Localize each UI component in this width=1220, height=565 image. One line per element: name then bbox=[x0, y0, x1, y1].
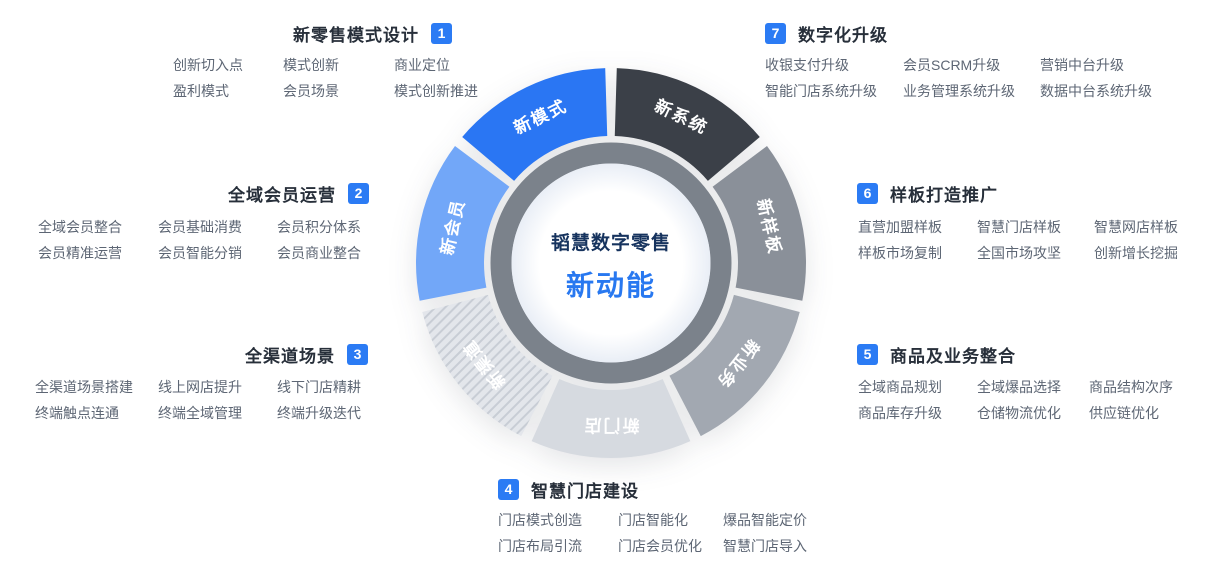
section-item: 终端全域管理 bbox=[158, 405, 242, 421]
section-title: 数字化升级 bbox=[798, 25, 888, 45]
section-item: 盈利模式 bbox=[173, 83, 229, 99]
section-title: 智慧门店建设 bbox=[531, 481, 639, 501]
section-item: 会员智能分销 bbox=[158, 245, 242, 261]
section-item: 创新增长挖掘 bbox=[1094, 245, 1178, 261]
ring-segment-新门店 bbox=[531, 379, 691, 458]
section-items-smart-store: 门店模式创造 门店智能化 爆品智能定价门店布局引流 门店会员优化 智慧门店导入 bbox=[498, 507, 807, 559]
ring-segment-新样板 bbox=[712, 145, 806, 301]
section-item: 全域商品规划 bbox=[858, 379, 942, 395]
section-item: 业务管理系统升级 bbox=[903, 83, 1015, 99]
section-item: 门店智能化 bbox=[618, 512, 688, 528]
ring-diagram: 新系统新样板新业务新门店新渠道新会员新模式 bbox=[411, 63, 811, 463]
section-title: 商品及业务整合 bbox=[890, 346, 1016, 366]
section-item: 门店模式创造 bbox=[498, 512, 582, 528]
section-item: 会员积分体系 bbox=[277, 219, 361, 235]
section-number-badge: 4 bbox=[498, 478, 519, 500]
section-title: 新零售模式设计 bbox=[293, 25, 419, 45]
ring-segment-label: 新门店 bbox=[583, 416, 640, 436]
section-item: 智慧门店导入 bbox=[723, 538, 807, 554]
section-item: 全域会员整合 bbox=[38, 219, 122, 235]
ring-segment-新模式 bbox=[462, 68, 608, 181]
section-header-model-promotion: 6 样板打造推广 bbox=[857, 182, 998, 205]
section-item: 模式创新推进 bbox=[394, 83, 478, 99]
section-item: 营销中台升级 bbox=[1040, 57, 1124, 73]
section-item: 会员精准运营 bbox=[38, 245, 122, 261]
section-item: 直营加盟样板 bbox=[858, 219, 942, 235]
section-item: 收银支付升级 bbox=[765, 57, 849, 73]
section-title: 全域会员运营 bbox=[228, 185, 336, 205]
section-item: 终端升级迭代 bbox=[277, 405, 361, 421]
section-items-member-operation: 全域会员整合 会员基础消费 会员积分体系会员精准运营 会员智能分销 会员商业整合 bbox=[38, 214, 361, 266]
section-item: 爆品智能定价 bbox=[723, 512, 807, 528]
section-number-badge: 1 bbox=[431, 22, 452, 44]
section-items-goods-business: 全域商品规划 全域爆品选择 商品结构次序商品库存升级 仓储物流优化 供应链优化 bbox=[858, 374, 1173, 426]
section-item: 智慧网店样板 bbox=[1094, 219, 1178, 235]
ring-segment-新业务 bbox=[669, 294, 800, 437]
section-items-omni-channel: 全渠道场景搭建 线上网店提升 线下门店精耕终端触点连通 终端全域管理 终端升级迭代 bbox=[35, 374, 361, 426]
section-item: 会员SCRM升级 bbox=[903, 57, 1001, 73]
ring-segment-新会员 bbox=[416, 145, 510, 301]
section-item: 仓储物流优化 bbox=[977, 405, 1061, 421]
section-item: 线上网店提升 bbox=[158, 379, 242, 395]
section-header-omni-channel: 全渠道场景 3 bbox=[245, 343, 368, 366]
section-number-badge: 2 bbox=[348, 182, 369, 204]
section-item: 数据中台系统升级 bbox=[1040, 83, 1152, 99]
section-title: 样板打造推广 bbox=[890, 185, 998, 205]
ring-segment-新系统 bbox=[614, 68, 760, 181]
section-item: 全渠道场景搭建 bbox=[35, 379, 133, 395]
section-header-goods-business: 5 商品及业务整合 bbox=[857, 343, 1016, 366]
section-title: 全渠道场景 bbox=[245, 346, 335, 366]
section-item: 门店会员优化 bbox=[618, 538, 702, 554]
section-item: 商品库存升级 bbox=[858, 405, 942, 421]
section-item: 创新切入点 bbox=[173, 57, 243, 73]
section-number-badge: 3 bbox=[347, 343, 368, 365]
section-items-digital-upgrade: 收银支付升级 会员SCRM升级 营销中台升级智能门店系统升级 业务管理系统升级 数据中台… bbox=[765, 52, 1152, 104]
section-header-digital-upgrade: 7 数字化升级 bbox=[765, 22, 888, 45]
section-item: 供应链优化 bbox=[1089, 405, 1159, 421]
section-item: 样板市场复制 bbox=[858, 245, 942, 261]
section-item: 会员场景 bbox=[283, 83, 339, 99]
section-item: 智慧门店样板 bbox=[977, 219, 1061, 235]
section-number-badge: 7 bbox=[765, 22, 786, 44]
section-item: 会员商业整合 bbox=[277, 245, 361, 261]
section-header-member-operation: 全域会员运营 2 bbox=[228, 182, 369, 205]
center-disc bbox=[511, 163, 711, 363]
section-number-badge: 6 bbox=[857, 182, 878, 204]
section-item: 智能门店系统升级 bbox=[765, 83, 877, 99]
section-items-model-promotion: 直营加盟样板 智慧门店样板 智慧网店样板样板市场复制 全国市场攻坚 创新增长挖掘 bbox=[858, 214, 1178, 266]
section-item: 会员基础消费 bbox=[158, 219, 242, 235]
section-item: 线下门店精耕 bbox=[277, 379, 361, 395]
ring-segment-texture bbox=[422, 294, 553, 437]
section-item: 商业定位 bbox=[394, 57, 450, 73]
center-ring bbox=[490, 142, 732, 384]
section-item: 全国市场攻坚 bbox=[977, 245, 1061, 261]
section-header-smart-store: 4 智慧门店建设 bbox=[498, 478, 639, 501]
section-item: 终端触点连通 bbox=[35, 405, 119, 421]
section-number-badge: 5 bbox=[857, 343, 878, 365]
section-item: 全域爆品选择 bbox=[977, 379, 1061, 395]
section-items-new-retail-model: 创新切入点 模式创新 商业定位盈利模式 会员场景 模式创新推进 bbox=[173, 52, 478, 104]
section-item: 门店布局引流 bbox=[498, 538, 582, 554]
section-item: 模式创新 bbox=[283, 57, 339, 73]
section-item: 商品结构次序 bbox=[1089, 379, 1173, 395]
section-header-new-retail-model: 新零售模式设计 1 bbox=[293, 22, 452, 45]
